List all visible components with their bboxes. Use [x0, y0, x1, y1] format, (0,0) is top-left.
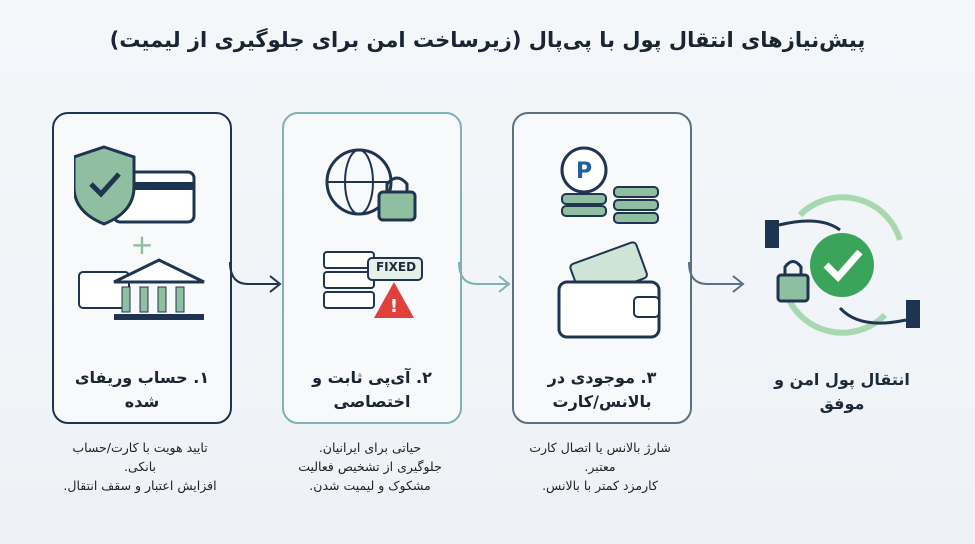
svg-text:+: + [130, 228, 153, 261]
step-1-description: تایید هویت با کارت/حساب بانکی. افزایش اعتب… [30, 438, 250, 495]
desc-line: بانکی. [123, 459, 157, 474]
step-1-title: ۱. حساب وریفای شده [74, 368, 210, 411]
desc-line: معتبر. [584, 459, 616, 474]
desc-line: حیاتی برای ایرانیان. [318, 440, 422, 455]
desc-line: شارژ بالانس یا اتصال کارت [529, 440, 671, 455]
secure-transfer-icon [765, 194, 920, 336]
arrow-right-icon [458, 261, 511, 293]
desc-line: افزایش اعتبار و سقف انتقال. [63, 478, 217, 493]
step-3-title: ۳. موجودی در بالانس/کارت [547, 368, 657, 411]
final-title: انتقال پول امن و موفق [774, 370, 910, 413]
step-3-description: شارژ بالانس یا اتصال کارت معتبر. کارمزد کم… [490, 438, 710, 495]
step-2-card: ! FIXED ۲. آی‌پی ثابت و اختصاصی [282, 112, 462, 424]
svg-text:!: ! [390, 296, 398, 317]
globe-server-warning-icon: ! [323, 148, 423, 318]
page-title: پیش‌نیازهای انتقال پول با پی‌پال (زیرساخ… [109, 28, 866, 52]
step-1-card: + ۱. حساب وریفای شده [52, 112, 232, 424]
fixed-badge: FIXED [375, 260, 417, 274]
svg-text:P: P [576, 159, 592, 184]
desc-line: مشکوک و لیمیت شدن. [309, 478, 431, 493]
arrow-right-icon [229, 261, 282, 293]
coins-wallet-icon: P [557, 146, 661, 339]
step-3-card: P ۳. موجودی در بالانس/کارت [512, 112, 692, 424]
shield-card-bank-icon: + [74, 145, 205, 320]
desc-line: کارمزد کمتر با بالانس. [542, 478, 658, 493]
desc-line: تایید هویت با کارت/حساب [72, 440, 208, 455]
desc-line: جلوگیری از تشخیص فعالیت [298, 459, 442, 474]
arrow-right-icon [688, 261, 745, 293]
step-2-title: ۲. آی‌پی ثابت و اختصاصی [312, 368, 432, 411]
step-2-description: حیاتی برای ایرانیان. جلوگیری از تشخیص فعا… [260, 438, 480, 495]
